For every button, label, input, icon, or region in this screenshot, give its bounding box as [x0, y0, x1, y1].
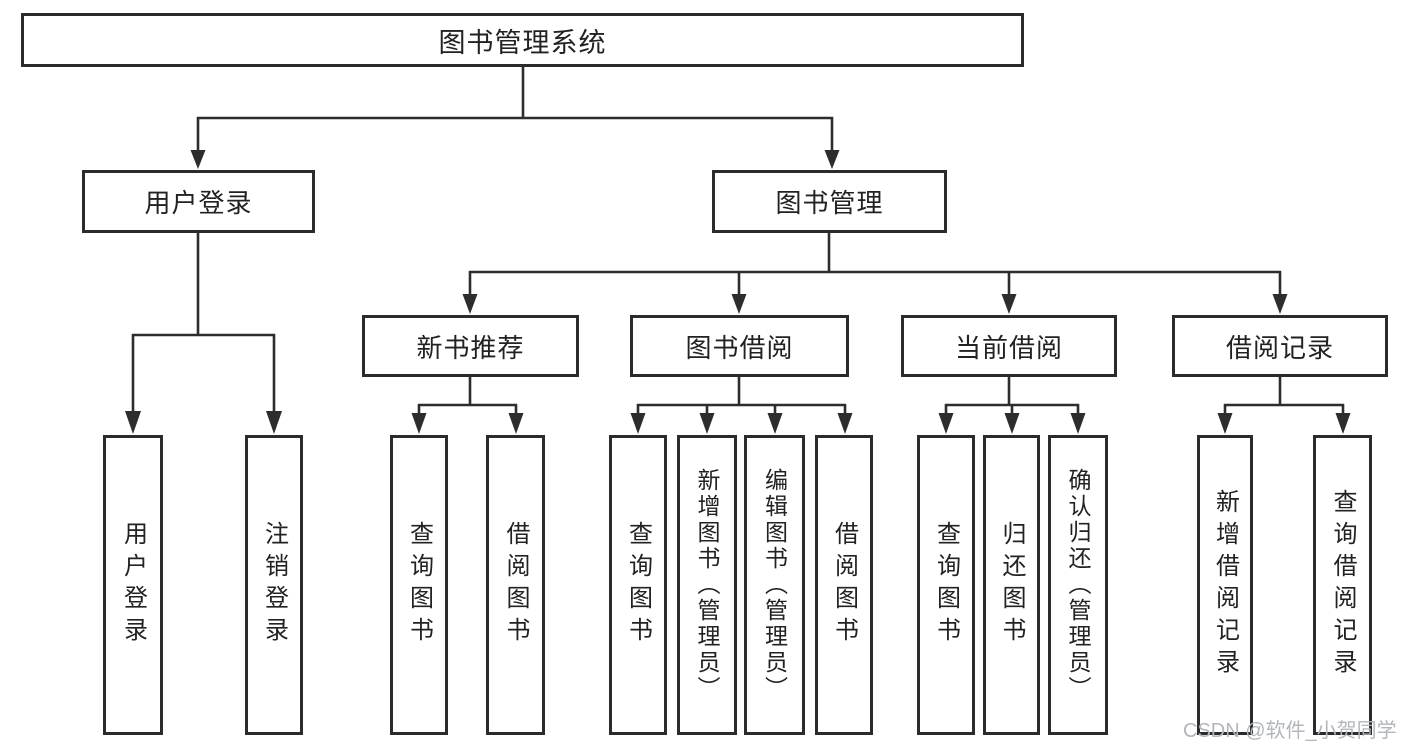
node-current-borrow-label: 当前借阅	[954, 332, 1063, 363]
node-return-books: 归还图书	[983, 435, 1040, 735]
node-query-books-current-label: 查询图书	[932, 521, 960, 649]
node-borrow-books-recommend: 借阅图书	[486, 435, 545, 735]
node-add-books-admin-label: 新增图书（管理员）	[694, 468, 720, 702]
node-current-borrow: 当前借阅	[901, 315, 1117, 377]
node-edit-books-admin: 编辑图书（管理员）	[744, 435, 805, 735]
node-confirm-return-admin: 确认归还（管理员）	[1048, 435, 1108, 735]
node-user-login-leaf: 用户登录	[103, 435, 163, 735]
node-root-label: 图书管理系统	[438, 27, 607, 58]
node-new-book-recommend-label: 新书推荐	[416, 332, 525, 363]
node-confirm-return-admin-label: 确认归还（管理员）	[1065, 468, 1091, 702]
node-add-borrow-record-label: 新增借阅记录	[1211, 489, 1239, 681]
node-query-books-current: 查询图书	[917, 435, 975, 735]
node-book-management-label: 图书管理	[775, 188, 884, 218]
node-book-management: 图书管理	[712, 170, 947, 233]
node-borrow-books-leaf-label: 借阅图书	[830, 521, 858, 649]
node-query-books-borrow: 查询图书	[609, 435, 667, 735]
node-logout-label: 注销登录	[260, 521, 288, 649]
node-add-borrow-record: 新增借阅记录	[1197, 435, 1253, 735]
node-book-borrow: 图书借阅	[630, 315, 849, 377]
node-user-login-leaf-label: 用户登录	[119, 521, 147, 649]
node-user-login-label: 用户登录	[144, 188, 253, 218]
node-query-borrow-record: 查询借阅记录	[1313, 435, 1372, 735]
node-query-books-recommend-label: 查询图书	[405, 521, 433, 649]
node-query-borrow-record-label: 查询借阅记录	[1329, 489, 1356, 681]
node-query-books-borrow-label: 查询图书	[624, 521, 652, 649]
node-root: 图书管理系统	[21, 13, 1024, 67]
node-new-book-recommend: 新书推荐	[362, 315, 579, 377]
node-borrow-books-recommend-label: 借阅图书	[502, 521, 529, 649]
node-edit-books-admin-label: 编辑图书（管理员）	[761, 468, 788, 702]
node-book-borrow-label: 图书借阅	[685, 332, 794, 363]
csdn-watermark: CSDN @软件_小贺同学	[1183, 720, 1397, 742]
node-borrow-record: 借阅记录	[1172, 315, 1388, 377]
node-borrow-record-label: 借阅记录	[1225, 332, 1334, 363]
node-borrow-books-leaf: 借阅图书	[815, 435, 873, 735]
node-logout: 注销登录	[245, 435, 303, 735]
node-return-books-label: 归还图书	[998, 521, 1025, 649]
node-add-books-admin: 新增图书（管理员）	[677, 435, 737, 735]
node-user-login: 用户登录	[82, 170, 315, 233]
node-query-books-recommend: 查询图书	[390, 435, 448, 735]
